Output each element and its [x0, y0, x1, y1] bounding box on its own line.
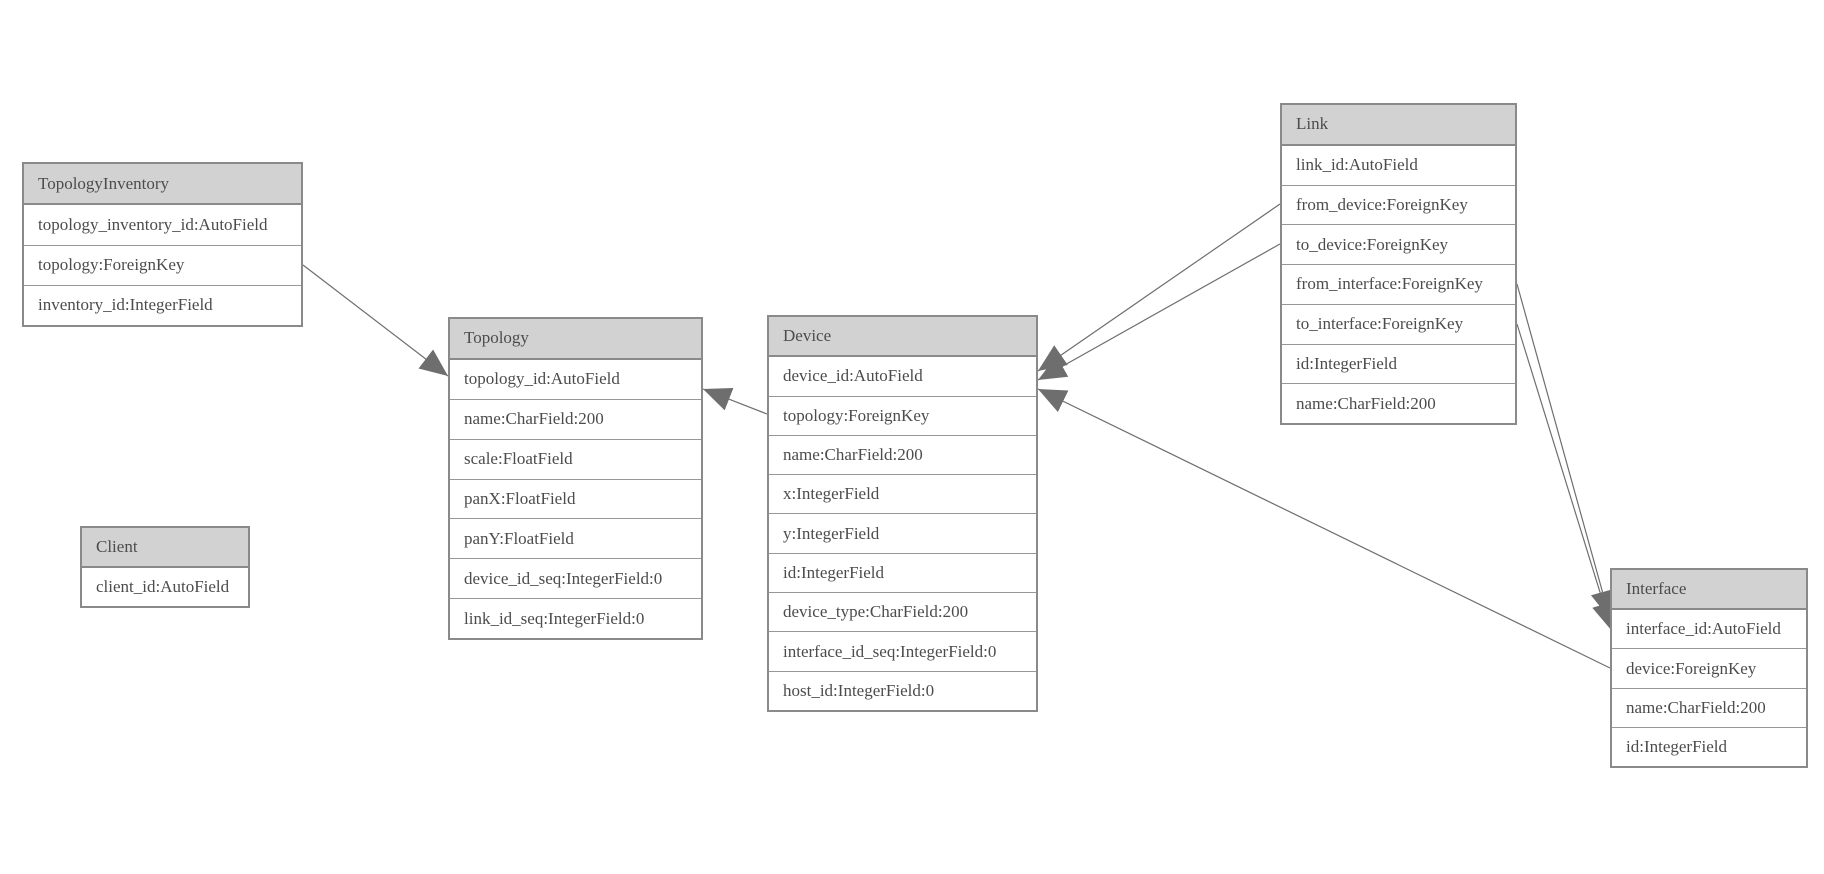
- entity-device-header: Device: [769, 317, 1036, 358]
- field-row: client_id:AutoField: [96, 577, 230, 596]
- entity-topologyinventory: TopologyInventory topology_inventory_id:…: [22, 162, 303, 327]
- field-row: device_type:CharField:200: [769, 592, 1036, 631]
- relation-interface-device-line: [1037, 388, 1611, 669]
- field-row: id:IntegerField: [1282, 343, 1515, 384]
- field-row: name:CharField:200: [1612, 687, 1806, 727]
- relation-link-todevice-device-line: [1037, 243, 1281, 381]
- entity-device: Device device_id:AutoField topology:Fore…: [767, 315, 1038, 712]
- field-row: scale:FloatField: [450, 438, 701, 479]
- field-row: id:IntegerField: [769, 552, 1036, 592]
- entity-client-header: Client: [82, 528, 248, 568]
- entity-interface: Interface interface_id:AutoField device:…: [1610, 568, 1808, 768]
- entity-topology: Topology topology_id:AutoField name:Char…: [448, 317, 703, 640]
- entity-topology-header: Topology: [450, 319, 701, 360]
- field-row: from_device:ForeignKey: [1282, 184, 1515, 225]
- entity-link: Link link_id:AutoField from_device:Forei…: [1280, 103, 1517, 425]
- field-row: device_id_seq:IntegerField:0: [450, 558, 701, 598]
- field-row: to_device:ForeignKey: [1282, 224, 1515, 264]
- field-row: link_id:AutoField: [1296, 155, 1418, 175]
- field-row: panY:FloatField: [450, 518, 701, 558]
- entity-link-header: Link: [1282, 105, 1515, 146]
- field-row: interface_id:AutoField: [1626, 619, 1781, 639]
- relation-topologyinventory-topology-line: [302, 264, 449, 377]
- entity-client: Client client_id:AutoField: [80, 526, 250, 608]
- field-row: to_interface:ForeignKey: [1282, 303, 1515, 344]
- relation-link-frominterface-interface-line: [1516, 283, 1615, 620]
- field-row: device_id:AutoField: [783, 366, 923, 386]
- field-row: panX:FloatField: [450, 478, 701, 519]
- relation-link-tointerface-interface-line: [1516, 323, 1616, 632]
- field-row: link_id_seq:IntegerField:0: [450, 598, 701, 638]
- field-row: topology_id:AutoField: [464, 369, 620, 389]
- field-row: from_interface:ForeignKey: [1282, 264, 1515, 304]
- field-row: interface_id_seq:IntegerField:0: [769, 631, 1036, 670]
- field-row: device:ForeignKey: [1612, 648, 1806, 687]
- field-row: id:IntegerField: [1612, 726, 1806, 766]
- entity-topologyinventory-header: TopologyInventory: [24, 164, 301, 206]
- field-row: topology:ForeignKey: [24, 244, 301, 285]
- relation-link-fromdevice-device-line: [1037, 203, 1281, 372]
- field-row: y:IntegerField: [769, 513, 1036, 552]
- field-row: host_id:IntegerField:0: [769, 670, 1036, 710]
- field-row: name:CharField:200: [1282, 383, 1515, 423]
- field-row: topology:ForeignKey: [769, 395, 1036, 435]
- entity-interface-header: Interface: [1612, 570, 1806, 611]
- field-row: name:CharField:200: [450, 398, 701, 439]
- field-row: name:CharField:200: [769, 434, 1036, 474]
- field-row: x:IntegerField: [769, 474, 1036, 513]
- field-row: inventory_id:IntegerField: [24, 284, 301, 325]
- relation-device-topology-line: [702, 388, 768, 415]
- field-row: topology_inventory_id:AutoField: [38, 214, 268, 234]
